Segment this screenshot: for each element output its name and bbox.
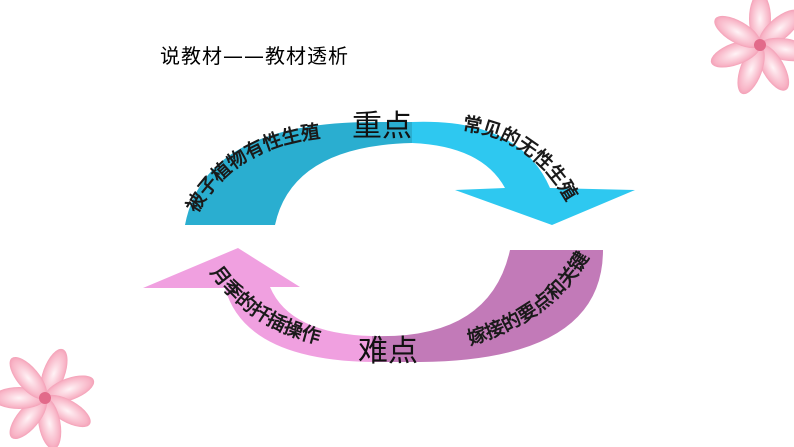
arrow-cutting <box>143 248 372 362</box>
difficult-point-label: 难点 <box>358 334 418 369</box>
key-point-label: 重点 <box>352 109 412 144</box>
arrow-asexual-reproduction <box>412 121 635 225</box>
flower-bottom-left-icon <box>0 348 95 447</box>
slide-title: 说教材——教材透析 <box>160 44 349 68</box>
flower-top-right-icon <box>710 0 794 95</box>
arrow-grafting <box>372 250 603 362</box>
arrow-sexual-reproduction <box>185 121 412 225</box>
